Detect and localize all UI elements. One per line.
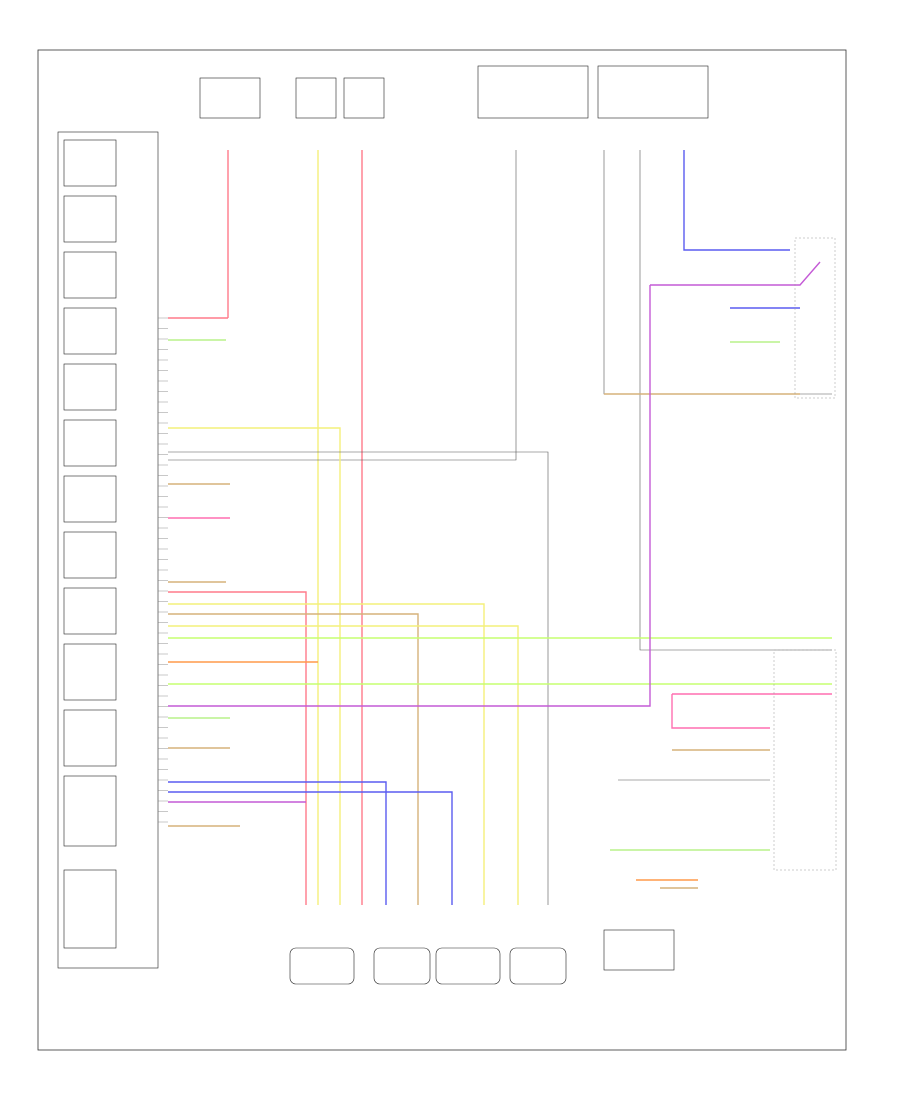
wire-blue-2 — [168, 791, 453, 905]
right-module-lower — [773, 649, 837, 871]
fuse-feeds — [199, 65, 709, 119]
sensor-left-rear — [509, 947, 567, 985]
wire-magenta-1 — [168, 285, 651, 707]
wire-gray-feed-2 — [603, 150, 832, 395]
steering-angle-module — [603, 929, 675, 971]
sensor-right-front — [289, 947, 355, 985]
right-module-upper — [794, 237, 836, 399]
module-blocks — [63, 139, 117, 949]
wire-yellow-1 — [168, 427, 341, 905]
sensor-left-front — [435, 947, 501, 985]
wire-pink-right-2 — [671, 694, 770, 729]
wire-tan-3 — [168, 613, 419, 905]
wire-red-2 — [168, 591, 307, 905]
wire-gray-2 — [168, 451, 549, 905]
wire-magenta-switch — [650, 261, 821, 286]
wire-yellow-2 — [168, 603, 485, 905]
sensor-right-rear — [373, 947, 431, 985]
wire-blue-feed — [683, 150, 790, 251]
module-pin-column — [158, 317, 168, 823]
diagram-frame — [37, 49, 847, 1051]
wire-blue-1 — [168, 781, 387, 905]
wire-gray-feed-3 — [639, 150, 832, 651]
wire-yellow-3 — [168, 625, 519, 905]
wire-gray-feed — [168, 150, 517, 461]
